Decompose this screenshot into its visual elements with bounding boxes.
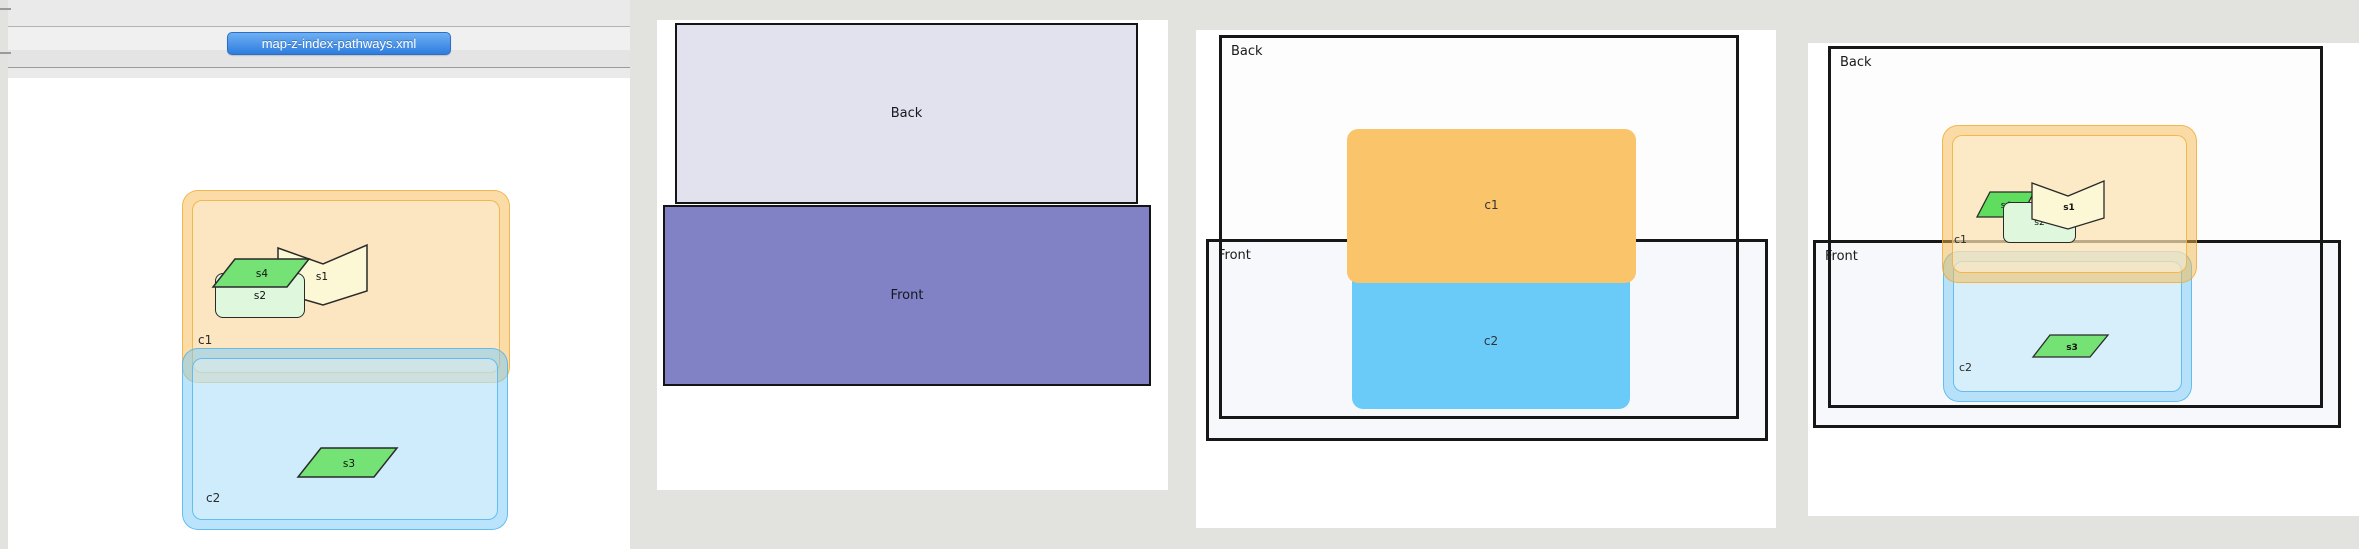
panel3-c1-label: c1 <box>1484 198 1499 212</box>
panel4-c2-label: c2 <box>1959 361 1973 374</box>
panel2-front-rect: Front <box>663 205 1151 386</box>
panel3-front-label: Front <box>1218 248 1251 263</box>
panel1-s1-label: s1 <box>316 271 328 283</box>
toolbar-row-dark <box>8 50 630 67</box>
toolbar-divider-bottom <box>8 67 630 68</box>
shape-s3-parallelogram: s3 <box>296 447 399 478</box>
tab-map-z-index-pathways[interactable]: map-z-index-pathways.xml <box>227 32 451 55</box>
panel3-back-border-overlay <box>1219 35 1739 419</box>
panel1-c2-label: c2 <box>206 491 221 505</box>
panel3-back-label: Back <box>1231 44 1263 59</box>
panel4-shape-s3-parallelogram: s3 <box>2031 334 2110 358</box>
shape-s4-parallelogram: s4 <box>211 258 311 288</box>
panel1-container-c2-inner <box>192 358 498 520</box>
panel1-s2-label: s2 <box>253 289 267 302</box>
panel4-s1-label: s1 <box>2063 203 2075 213</box>
panel2-front-label: Front <box>890 288 924 303</box>
panel3-c2-label: c2 <box>1483 334 1499 348</box>
panel1-s4-label: s4 <box>256 268 268 280</box>
panel1-s3-label: s3 <box>343 458 355 470</box>
panel4-s3-label: s3 <box>2066 343 2078 353</box>
panel4-front-label: Front <box>1825 249 1858 264</box>
pane-resize-handle-top[interactable] <box>0 8 11 10</box>
panel4-c1-label: c1 <box>1954 233 1968 246</box>
panel4-shape-s1-banner: s1 <box>2031 180 2105 230</box>
panel2-back-rect: Back <box>675 23 1138 204</box>
panel1-container-c2 <box>182 348 508 530</box>
panel3-c1-rect <box>1347 129 1636 283</box>
panel4-back-border-overlay <box>1828 46 2323 408</box>
panel4-back-label: Back <box>1840 55 1872 70</box>
toolbar-divider-top <box>8 26 630 27</box>
panel1-c1-label: c1 <box>198 333 213 347</box>
panel4-s2-label: s2 <box>2034 217 2045 228</box>
panel2-back-label: Back <box>890 106 923 121</box>
pane-resize-handle-bottom[interactable] <box>0 52 11 54</box>
